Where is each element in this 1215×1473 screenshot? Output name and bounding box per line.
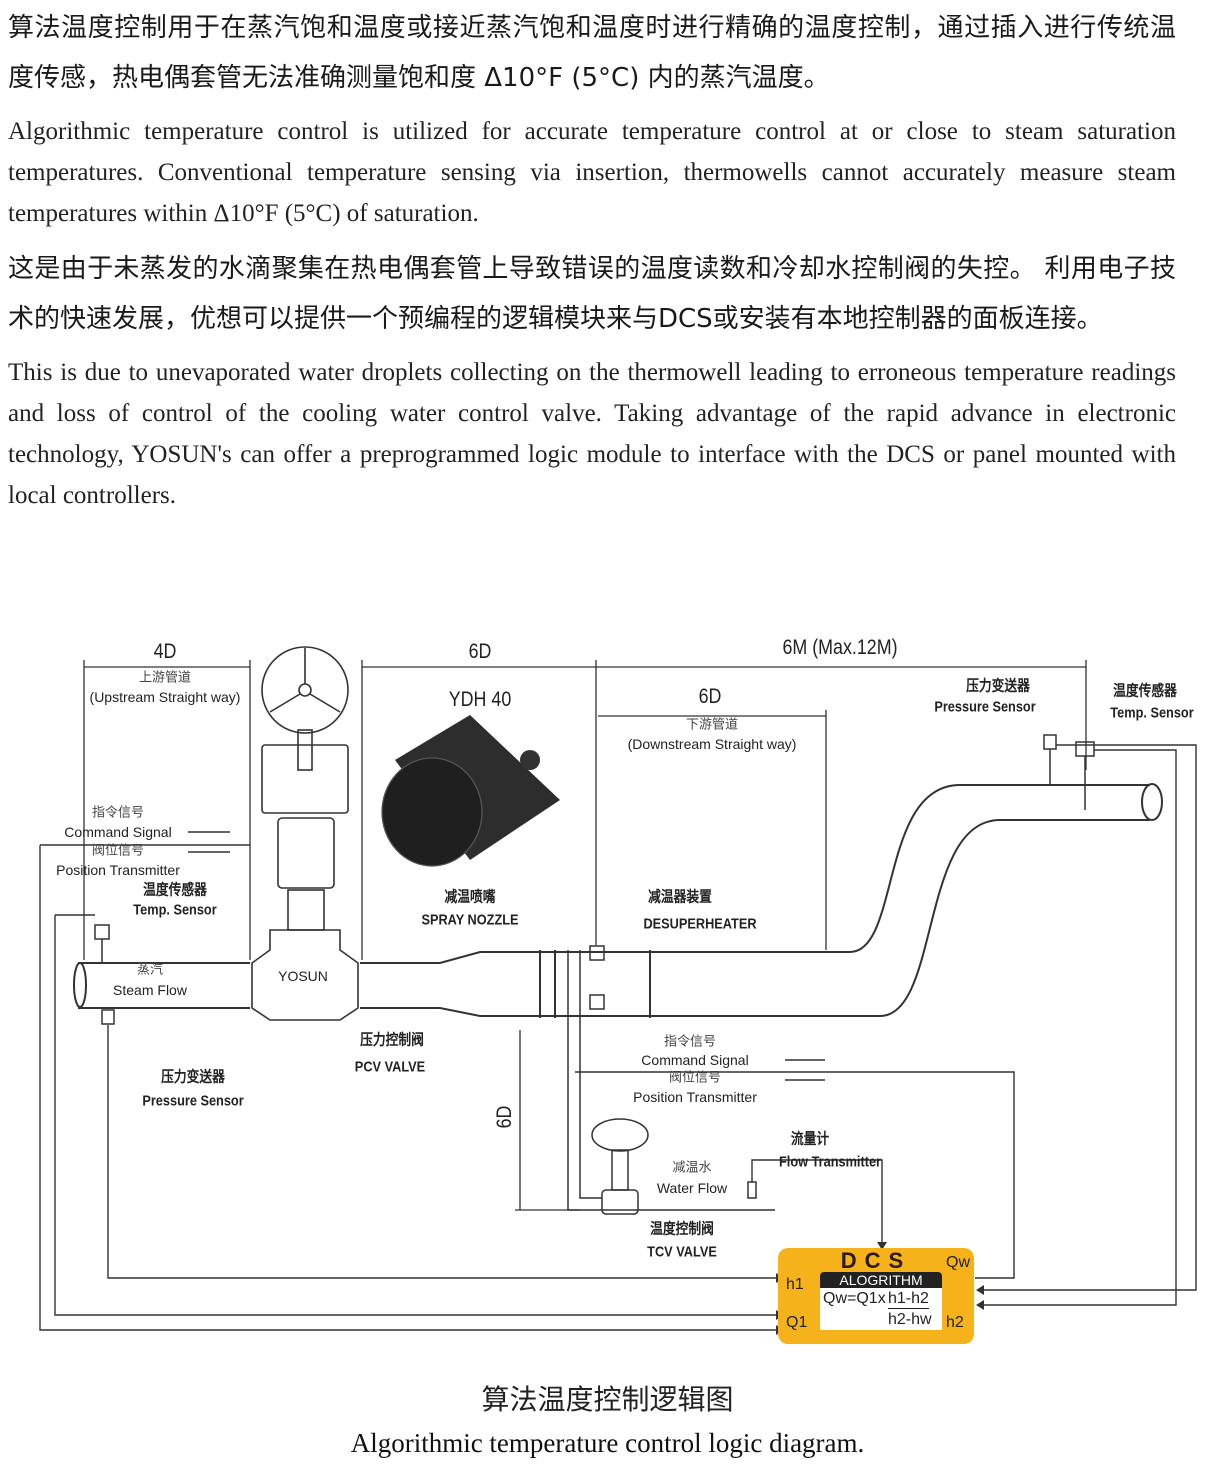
flow-transmitter-cn: 流量计 xyxy=(790,1130,830,1148)
pcv-valve-drawing xyxy=(251,646,359,1021)
command-signal-left-en: Command Signal xyxy=(64,824,172,840)
pcv-en: PCV VALVE xyxy=(354,1058,426,1076)
position-left-en: Position Transmitter xyxy=(56,862,180,878)
upstream-en: (Upstream Straight way) xyxy=(89,689,241,705)
paragraph-en-2: This is due to unevaporated water drople… xyxy=(8,359,1176,509)
tcv-en: TCV VALVE xyxy=(647,1243,717,1261)
command-signal-mid-cn: 指令信号 xyxy=(663,1034,717,1050)
flow-transmitter-en: Flow Transmitter xyxy=(778,1153,882,1171)
position-left-cn: 阀位信号 xyxy=(91,843,145,859)
position-mid-cn: 阀位信号 xyxy=(668,1070,722,1086)
valve-brand: YOSUN xyxy=(278,968,328,984)
dim-4d: 4D xyxy=(153,640,177,663)
signal-lines xyxy=(39,744,1197,1331)
caption-en: Algorithmic temperature control logic di… xyxy=(350,1428,865,1458)
command-signal-mid-en: Command Signal xyxy=(641,1052,749,1068)
paragraph-cn-2: 这是由于未蒸发的水滴聚集在热电偶套管上导致错误的温度读数和冷却水控制阀的失控。 … xyxy=(8,254,1176,334)
downstream-en: (Downstream Straight way) xyxy=(627,736,797,752)
temp-sensor-right-cn: 温度传感器 xyxy=(1113,682,1177,700)
dim-6d-vertical: 6D xyxy=(493,1105,516,1129)
sensors xyxy=(94,734,1095,1199)
formula-numerator: h1-h2 xyxy=(888,1290,929,1309)
pcv-cn: 压力控制阀 xyxy=(360,1031,424,1049)
formula-left: Qw=Q1x xyxy=(823,1290,886,1307)
downstream-cn: 下游管道 xyxy=(685,717,739,733)
pressure-sensor-left-cn: 压力变送器 xyxy=(161,1068,225,1086)
paragraph-cn-1: 算法温度控制用于在蒸汽饱和温度或接近蒸汽饱和温度时进行精确的温度控制，通过插入进… xyxy=(8,13,1176,93)
temp-sensor-left-en: Temp. Sensor xyxy=(133,901,217,919)
command-signal-left-cn: 指令信号 xyxy=(91,805,145,821)
tcv-cn: 温度控制阀 xyxy=(650,1220,714,1238)
ydh40-product-image xyxy=(381,715,560,867)
pressure-sensor-right-cn: 压力变送器 xyxy=(966,677,1030,695)
body-text: 算法温度控制用于在蒸汽饱和温度或接近蒸汽饱和温度时进行精确的温度控制，通过插入进… xyxy=(8,3,1176,526)
steam-pipe xyxy=(73,783,1163,1018)
dcs-title: DCS xyxy=(840,1248,912,1273)
input-h1: h1 xyxy=(786,1276,804,1293)
dim-6m: 6M (Max.12M) xyxy=(782,636,898,659)
paragraph-en-1: Algorithmic temperature control is utili… xyxy=(8,118,1176,227)
spray-nozzle-en: SPRAY NOZZLE xyxy=(421,911,519,929)
temp-sensor-right-en: Temp. Sensor xyxy=(1110,704,1194,722)
desuperheater-cn: 减温器装置 xyxy=(648,888,712,906)
upstream-cn: 上游管道 xyxy=(138,670,192,686)
steam-flow-cn: 蒸汽 xyxy=(136,962,164,978)
water-flow-en: Water Flow xyxy=(656,1180,728,1196)
input-h2: h2 xyxy=(946,1314,964,1331)
steam-flow-en: Steam Flow xyxy=(113,982,187,998)
water-flow-cn: 减温水 xyxy=(672,1160,712,1176)
tcv-valve-drawing xyxy=(567,950,775,1215)
caption-cn: 算法温度控制逻辑图 xyxy=(481,1383,734,1416)
desuperheater-en: DESUPERHEATER xyxy=(643,915,757,933)
input-q1: Q1 xyxy=(786,1314,808,1331)
dim-6d-down: 6D xyxy=(698,685,722,708)
spray-nozzle-cn: 减温喷嘴 xyxy=(444,888,496,906)
temp-sensor-left-cn: 温度传感器 xyxy=(143,881,207,899)
dcs-block: DCS ALOGRITHM Qw=Q1x h1-h2 h2-hw h1 Q1 Q… xyxy=(778,1248,974,1344)
output-qw: Qw xyxy=(946,1254,970,1271)
algorithm-label: ALOGRITHM xyxy=(820,1272,942,1288)
dimension-lines xyxy=(83,660,1087,1211)
model-label: YDH 40 xyxy=(448,688,512,711)
pressure-sensor-left-en: Pressure Sensor xyxy=(142,1092,244,1110)
formula-denominator: h2-hw xyxy=(888,1311,932,1328)
pressure-sensor-right-en: Pressure Sensor xyxy=(934,698,1036,716)
formula: Qw=Q1x h1-h2 h2-hw xyxy=(820,1288,942,1330)
dim-6d-top: 6D xyxy=(468,640,492,663)
position-mid-en: Position Transmitter xyxy=(633,1089,757,1105)
